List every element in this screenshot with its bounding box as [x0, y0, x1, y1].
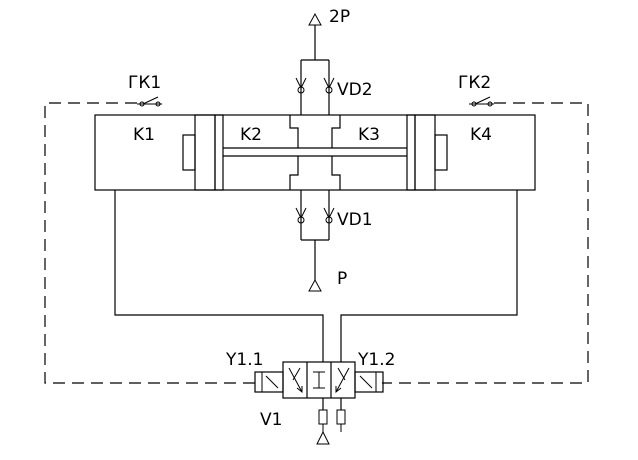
centre-partition-right-upper [331, 115, 341, 148]
right-piston-seal [434, 134, 448, 171]
label-k2: K2 [240, 125, 262, 145]
control-line-left [44, 102, 255, 384]
label-2p: 2P [329, 7, 350, 27]
control-line-right [382, 102, 589, 384]
label-k4: K4 [470, 125, 492, 145]
label-limit-switch-left: ГК1 [128, 73, 161, 93]
cylinder-assembly [94, 114, 536, 191]
upper-supply-branch [295, 12, 335, 115]
left-piston-seal [182, 134, 196, 171]
label-valve-v1: V1 [260, 410, 282, 430]
label-k3: K3 [358, 125, 380, 145]
centre-partition-left-lower [289, 156, 299, 190]
supply-p-triangle [308, 278, 322, 292]
label-vd1: VD1 [337, 210, 373, 230]
check-valve-vd1-left [295, 207, 307, 224]
check-valve-vd1-right [323, 207, 335, 224]
left-piston-plate-2 [214, 114, 224, 191]
check-valve-vd2-left [295, 77, 307, 94]
limit-switch-right [469, 96, 494, 107]
directional-valve-v1 [254, 361, 384, 445]
centre-partition-left-upper [289, 115, 299, 148]
working-lines [114, 190, 518, 362]
lower-supply-branch [295, 190, 335, 292]
check-valve-vd2-right [323, 77, 335, 94]
label-solenoid-right: Y1.2 [357, 350, 395, 370]
label-solenoid-left: Y1.1 [225, 350, 263, 370]
left-piston-plate-1 [194, 114, 216, 191]
cylinder-body [94, 114, 536, 191]
label-vd2: VD2 [337, 80, 373, 100]
centre-partition-right-lower [331, 156, 341, 190]
exhaust-silencers [316, 398, 346, 445]
solenoid-right [354, 371, 384, 393]
label-k1: K1 [133, 125, 155, 145]
limit-switch-left [137, 96, 162, 107]
solenoid-left [254, 371, 284, 393]
supply-2p-triangle [308, 12, 322, 26]
right-piston-plate-1 [414, 114, 436, 191]
label-p: P [337, 269, 347, 289]
label-limit-switch-right: ГК2 [458, 73, 491, 93]
right-piston-plate-2 [406, 114, 416, 191]
